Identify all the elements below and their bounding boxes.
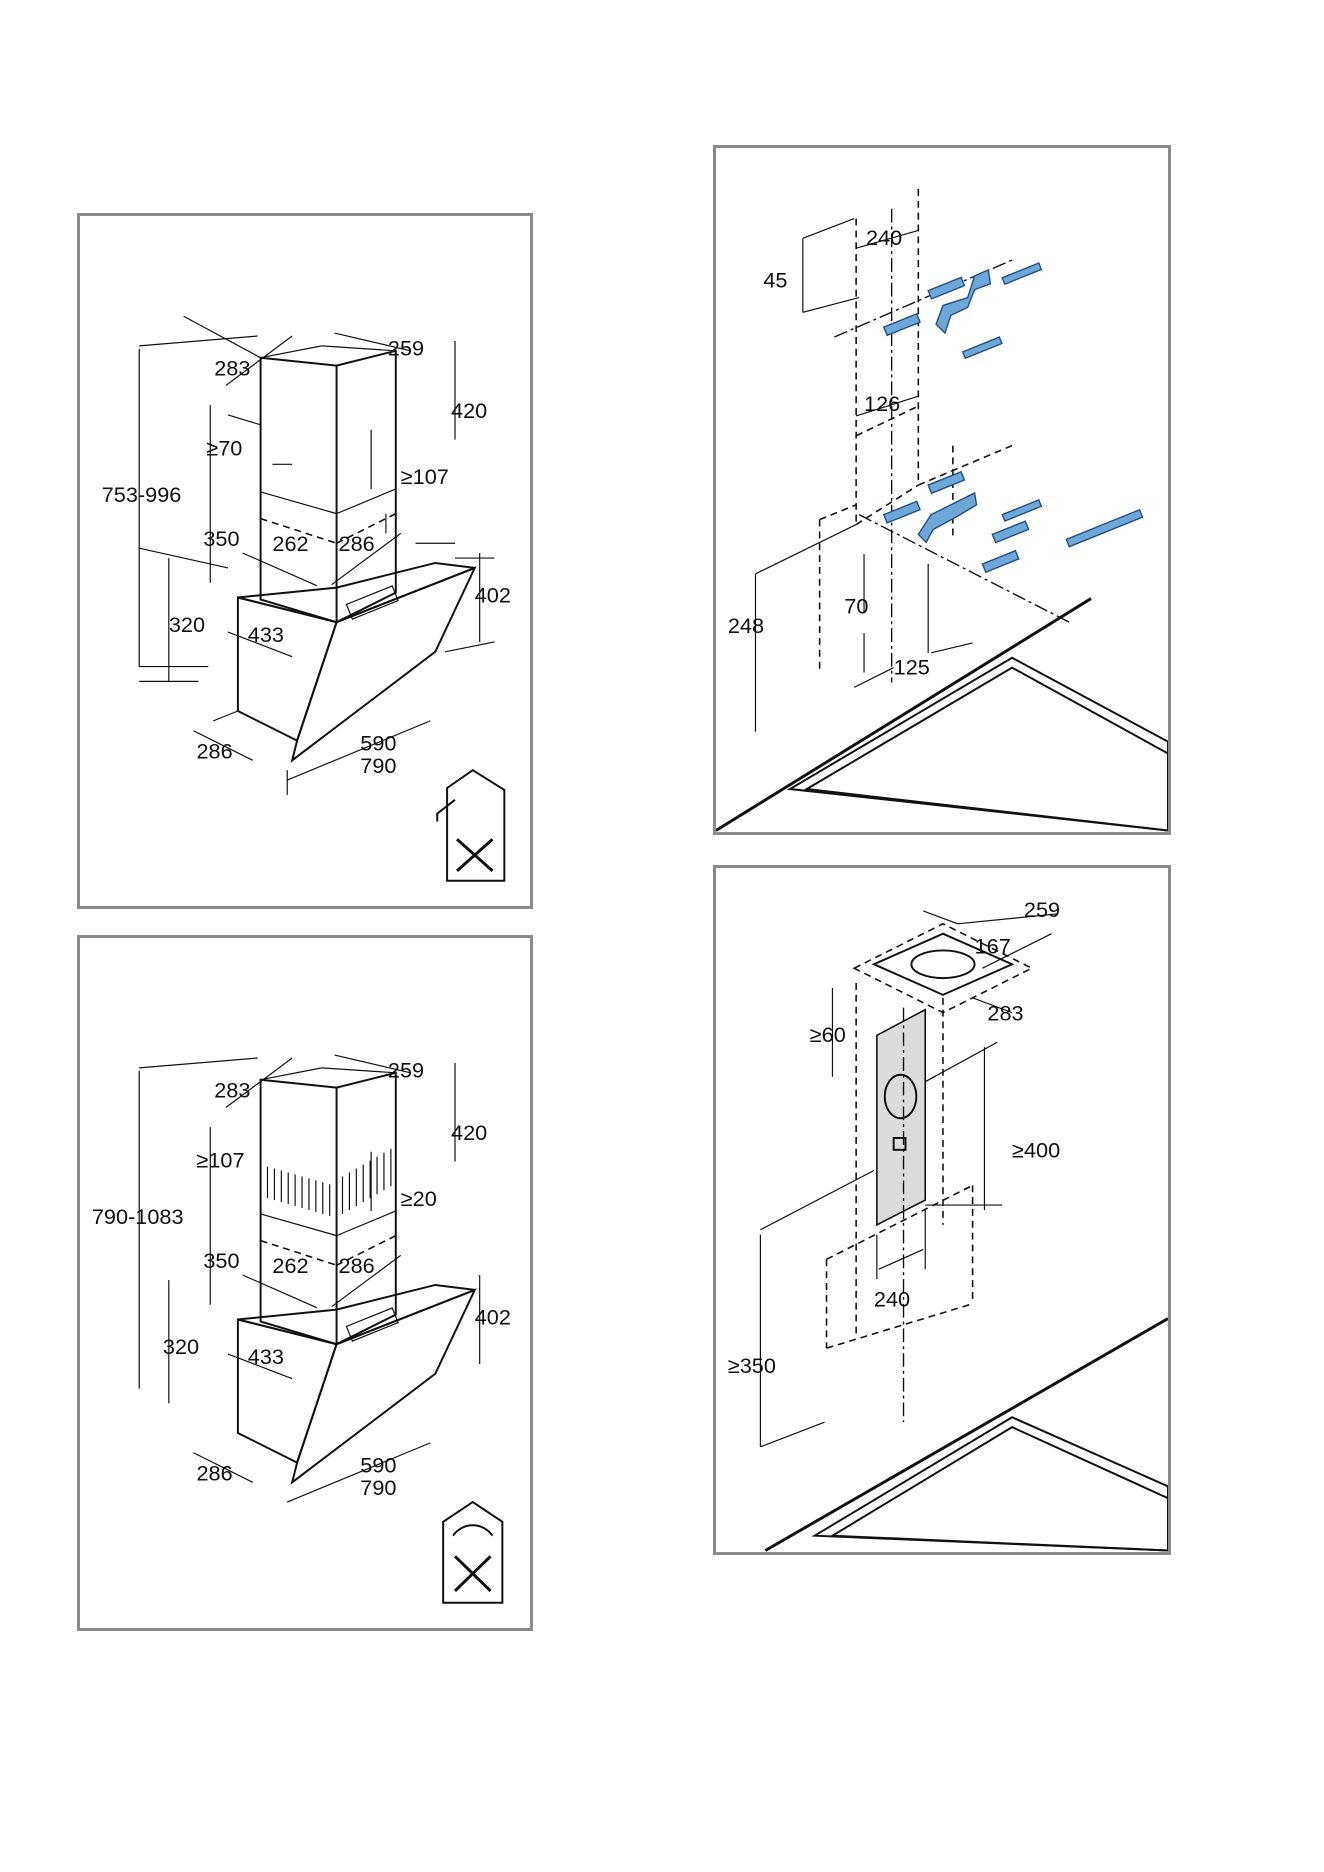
panel-wall-mounting: 240 45 126 248 70 125 xyxy=(713,145,1171,835)
worktop-edge xyxy=(716,599,1091,831)
dim-350: 350 xyxy=(203,1248,239,1273)
dim-240: 240 xyxy=(874,1287,910,1312)
dim-286-chimney: 286 xyxy=(339,531,375,556)
long-screw xyxy=(1066,510,1142,547)
dim-590: 590 xyxy=(360,730,396,755)
dim-402: 402 xyxy=(475,1304,511,1329)
dim-min-400: ≥400 xyxy=(1012,1138,1060,1163)
dim-depth-259: 259 xyxy=(388,336,424,361)
dim-320: 320 xyxy=(163,1334,199,1359)
recirculation-mode-icon xyxy=(443,1502,502,1603)
dim-70: 70 xyxy=(844,593,868,618)
dim-420: 420 xyxy=(451,1120,487,1145)
lower-bracket xyxy=(918,493,976,542)
chimney-outline xyxy=(261,351,396,622)
dim-433: 433 xyxy=(248,622,284,647)
hood-diagram-exhaust: 283 259 420 753-996 ≥70 ≥107 350 262 286… xyxy=(80,216,530,906)
dim-790: 790 xyxy=(360,753,396,778)
dim-248: 248 xyxy=(728,613,764,638)
hob-outline xyxy=(790,658,1168,831)
dim-320: 320 xyxy=(169,612,205,637)
vent-slots xyxy=(268,1149,391,1216)
dim-402: 402 xyxy=(475,582,511,607)
dim-45: 45 xyxy=(763,268,787,293)
dim-590: 590 xyxy=(360,1452,396,1477)
worktop-edge xyxy=(765,1319,1168,1551)
dim-min-60: ≥60 xyxy=(810,1022,846,1047)
exhaust-air-mode-icon xyxy=(437,770,504,881)
dim-240: 240 xyxy=(866,225,902,250)
mounting-diagram: 240 45 126 248 70 125 xyxy=(716,148,1168,832)
wall-plugs xyxy=(884,277,1029,572)
panel-recirculation-dimensions: 283 259 420 790-1083 ≥107 ≥20 350 262 28… xyxy=(77,935,533,1631)
dim-262: 262 xyxy=(272,1253,308,1278)
dim-420: 420 xyxy=(451,398,487,423)
dim-262: 262 xyxy=(272,531,308,556)
panel-duct-position: 259 167 283 ≥60 ≥400 240 ≥350 xyxy=(713,865,1171,1555)
dim-433: 433 xyxy=(248,1344,284,1369)
dim-790: 790 xyxy=(360,1475,396,1500)
dim-depth-259: 259 xyxy=(388,1058,424,1083)
dim-height-range: 753-996 xyxy=(102,482,182,507)
upper-bracket xyxy=(936,270,990,333)
dim-286-chimney: 286 xyxy=(339,1253,375,1278)
dim-259: 259 xyxy=(1024,897,1060,922)
dim-width-283: 283 xyxy=(214,355,250,380)
dim-286-depth: 286 xyxy=(196,1460,232,1485)
dim-min-350: ≥350 xyxy=(728,1353,776,1378)
dim-350: 350 xyxy=(203,526,239,551)
dim-width-283: 283 xyxy=(214,1077,250,1102)
dim-167: 167 xyxy=(975,933,1011,958)
dim-min-70: ≥70 xyxy=(206,435,242,460)
dim-286-depth: 286 xyxy=(196,738,232,763)
chimney-outline xyxy=(261,1073,396,1344)
dim-min-107: ≥107 xyxy=(196,1148,244,1173)
dim-min-107: ≥107 xyxy=(401,464,449,489)
screws xyxy=(963,263,1143,547)
panel-exhaust-dimensions: 283 259 420 753-996 ≥70 ≥107 350 262 286… xyxy=(77,213,533,909)
dim-125: 125 xyxy=(894,655,930,680)
dim-283: 283 xyxy=(987,1001,1023,1026)
duct-diagram: 259 167 283 ≥60 ≥400 240 ≥350 xyxy=(716,868,1168,1552)
hood-diagram-recirculation: 283 259 420 790-1083 ≥107 ≥20 350 262 28… xyxy=(80,938,530,1628)
dim-126: 126 xyxy=(864,391,900,416)
dim-height-range: 790-1083 xyxy=(92,1204,184,1229)
hob-outline xyxy=(815,1417,1168,1550)
dim-min-20: ≥20 xyxy=(401,1186,437,1211)
